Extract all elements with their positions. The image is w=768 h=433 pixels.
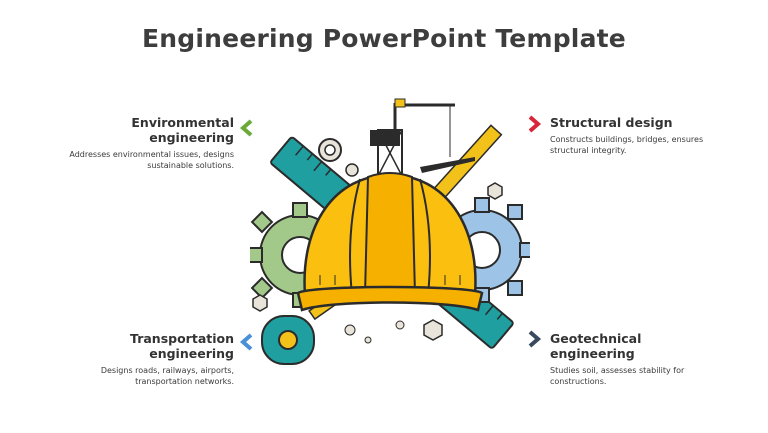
item-title: Geotechnical engineering (550, 331, 642, 361)
chevron-right-icon (528, 330, 542, 348)
item-title: Environmental engineering (131, 115, 234, 145)
item-geotechnical: Geotechnical engineering Studies soil, a… (550, 331, 720, 387)
item-title: Structural design (550, 115, 673, 130)
chevron-left-icon (239, 119, 253, 137)
item-environmental: Environmental engineering Addresses envi… (44, 115, 234, 171)
item-description: Designs roads, railways, airports, trans… (100, 366, 234, 386)
item-structural: Structural design Constructs buildings, … (550, 115, 735, 156)
item-transportation: Transportation engineering Designs roads… (44, 331, 234, 387)
hard-hat-illustration (250, 98, 530, 365)
item-description: Addresses environmental issues, designs … (69, 150, 234, 170)
chevron-left-icon (239, 333, 253, 351)
item-description: Studies soil, assesses stability for con… (550, 366, 685, 386)
item-description: Constructs buildings, bridges, ensures s… (550, 135, 704, 155)
chevron-right-icon (528, 115, 542, 133)
item-title: Transportation engineering (130, 331, 234, 361)
page-title: Engineering PowerPoint Template (142, 24, 626, 53)
